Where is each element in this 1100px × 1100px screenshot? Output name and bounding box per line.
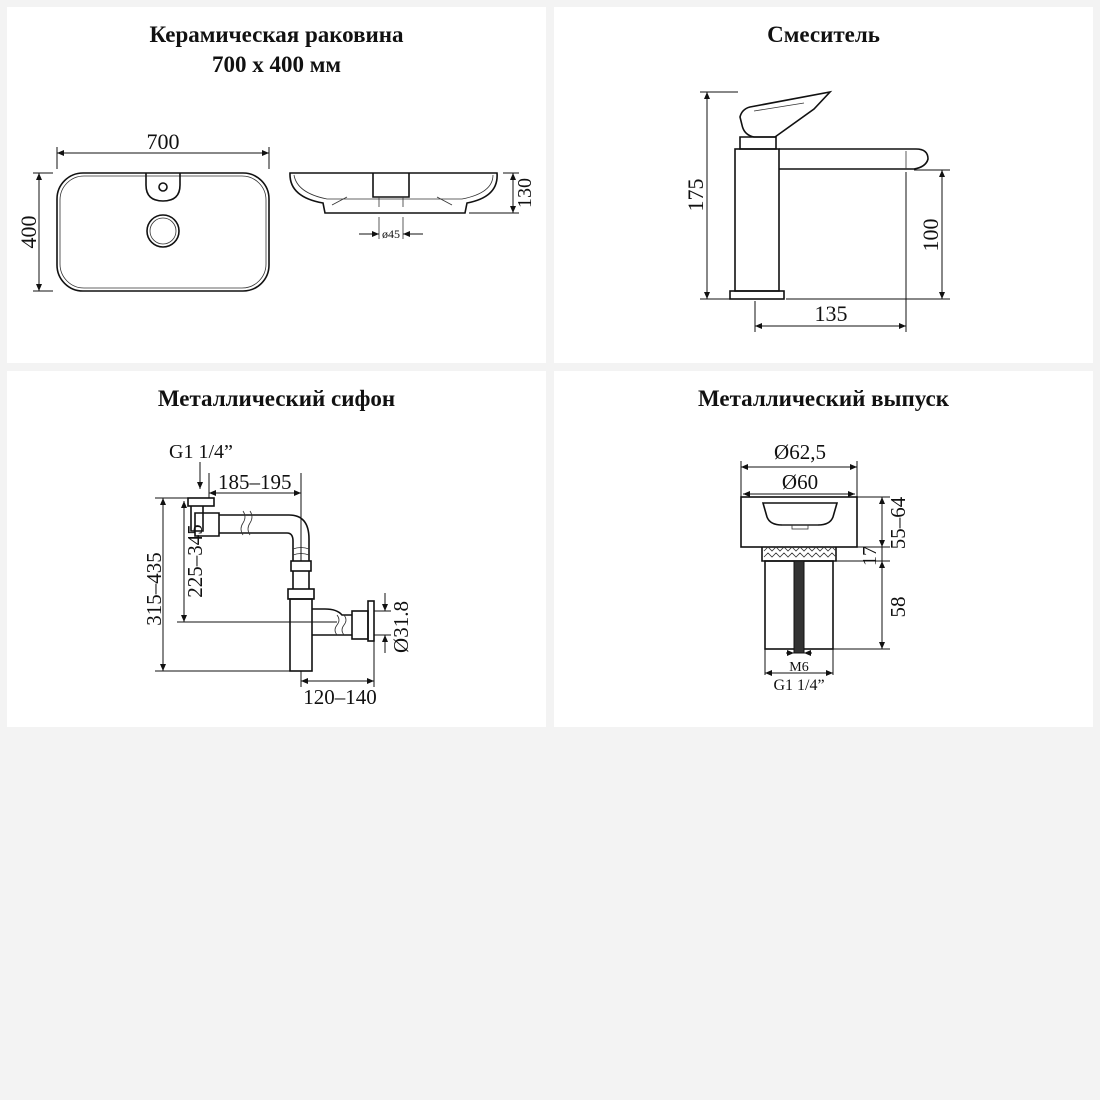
siphon-pipe <box>219 514 310 561</box>
sink-top-outline <box>56 172 270 292</box>
siphon-bottle <box>289 598 313 672</box>
siphon-inlet <box>190 506 204 532</box>
drain-hole <box>146 214 180 248</box>
sink-height-label: 400 <box>16 216 41 249</box>
siphon-panel: Металлический сифон G1 1/4” <box>7 371 546 727</box>
faucet-body <box>734 148 780 292</box>
drain-outer-label: Ø62,5 <box>774 440 826 464</box>
sink-drawing: 700 400 130 ø45 <box>16 129 536 292</box>
faucet-spout <box>779 148 929 170</box>
faucet-height-label: 175 <box>683 179 708 212</box>
faucet-base <box>729 290 785 300</box>
sink-drain-label: ø45 <box>382 227 400 241</box>
faucet-lever <box>739 90 833 138</box>
siphon-total-height-label: 315–435 <box>142 552 166 626</box>
siphon-wall-flange <box>367 600 375 642</box>
drain-drawing: Ø62,5 Ø60 M6 G <box>740 440 910 694</box>
faucet-drawing: 175 100 135 <box>683 90 950 332</box>
drain-thread-label: G1 1/4” <box>773 677 824 694</box>
faucet-reach-label: 135 <box>815 301 848 326</box>
faucet-spout-height-label: 100 <box>918 219 943 252</box>
sink-side-outline <box>289 172 498 214</box>
siphon-drawing: G1 1/4” 185–195 <box>142 441 413 709</box>
drain-title: Металлический выпуск <box>697 386 949 411</box>
siphon-title: Металлический сифон <box>157 386 396 411</box>
faucet-panel: Смеситель 175 <box>554 7 1093 363</box>
drain-inner-label: Ø60 <box>782 470 818 494</box>
sink-title: Керамическая раковина 700 x 400 мм <box>149 22 404 77</box>
siphon-inlet-height-label: 225–345 <box>183 524 207 598</box>
siphon-horizontal-label: 185–195 <box>218 470 292 494</box>
drain-height-label: 55–64 <box>886 496 910 549</box>
siphon-thread-label: G1 1/4” <box>169 441 233 463</box>
faucet-deck <box>145 173 181 202</box>
faucet-title: Смеситель <box>767 22 880 47</box>
siphon-wall-offset-label: 120–140 <box>303 685 377 709</box>
drain-cap <box>740 496 858 548</box>
drain-body-label: 58 <box>886 597 910 618</box>
sink-depth-label: 130 <box>514 178 536 208</box>
drain-bolt <box>793 560 805 654</box>
drain-plug <box>761 502 839 526</box>
drain-cap-label: 17 <box>859 546 881 566</box>
siphon-outlet-diameter-label: Ø31.8 <box>389 601 413 653</box>
sink-panel: Керамическая раковина 700 x 400 мм 700 <box>7 7 546 363</box>
sink-width-label: 700 <box>147 129 180 154</box>
drain-panel: Металлический выпуск Ø62,5 Ø60 <box>554 371 1093 727</box>
